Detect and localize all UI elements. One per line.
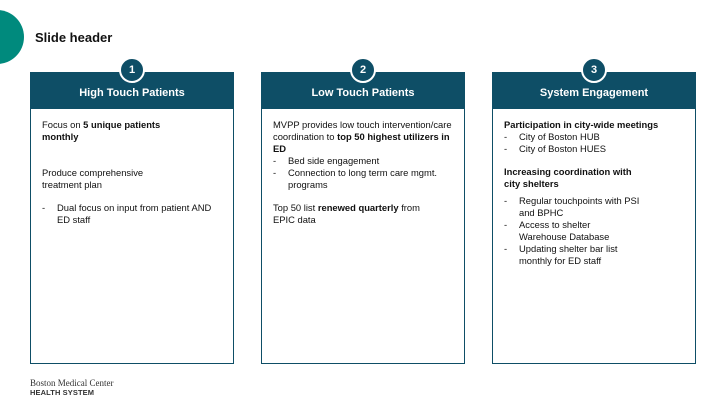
decorative-teal-circle	[0, 10, 24, 64]
list-item: -Dual focus on input from patient AND ED…	[42, 202, 212, 225]
plan-text: Produce comprehensive treatment plan	[42, 167, 144, 190]
boston-medical-center-logo: Boston Medical Center HEALTH SYSTEM	[30, 378, 114, 397]
list-item: -Regular touchpoints with PSI and BPHC	[504, 195, 640, 218]
step-badge-2: 2	[350, 57, 376, 83]
list-item: -Access to shelter Warehouse Database	[504, 219, 610, 242]
list-item: -Bed side engagement	[273, 155, 380, 166]
section-heading: Increasing coordination with city shelte…	[504, 166, 632, 189]
card-high-touch: 1 High Touch Patients Focus on 5 unique …	[30, 57, 234, 364]
renewal-text: Top 50 list renewed quarterly from EPIC …	[273, 202, 420, 225]
list-item: -City of Boston HUB	[504, 131, 600, 142]
card-low-touch: 2 Low Touch Patients MVPP provides low t…	[261, 57, 465, 364]
intro-text: MVPP provides low touch intervention/car…	[273, 119, 452, 154]
card-title: System Engagement	[493, 73, 695, 109]
list-item: -City of Boston HUES	[504, 143, 607, 154]
list-item: -Connection to long term care mgmt. prog…	[273, 167, 438, 190]
list-item: -Updating shelter bar list monthly for E…	[504, 243, 618, 266]
card-system-engagement: 3 System Engagement Participation in cit…	[492, 57, 696, 364]
step-badge-3: 3	[581, 57, 607, 83]
step-badge-1: 1	[119, 57, 145, 83]
slide-header: Slide header	[35, 30, 113, 45]
focus-text: Focus on 5 unique patients monthly	[42, 119, 161, 142]
section-heading: Participation in city-wide meetings	[504, 119, 659, 130]
